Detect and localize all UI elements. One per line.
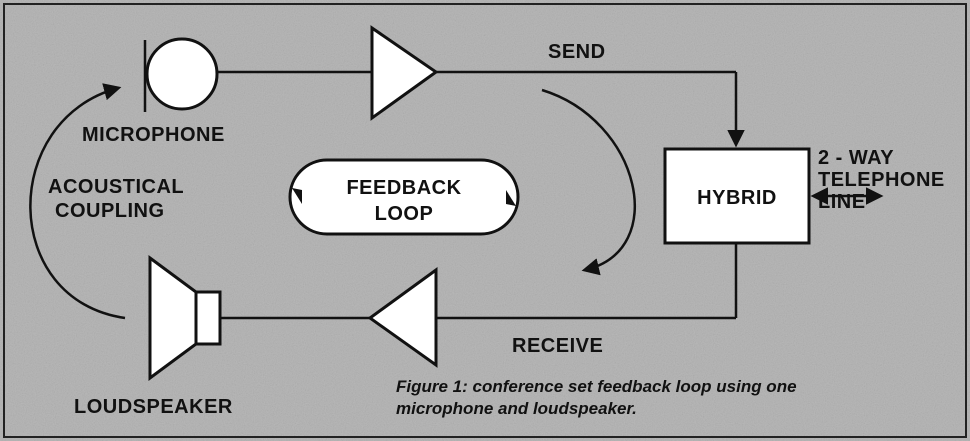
telephone-label-1: 2 - WAY bbox=[818, 147, 894, 169]
outer-frame bbox=[3, 3, 967, 438]
telephone-label-2: TELEPHONE bbox=[818, 169, 945, 191]
acoustical-label: ACOUSTICAL bbox=[48, 176, 184, 198]
loop-label: LOOP bbox=[375, 203, 434, 225]
receive-amplifier bbox=[367, 267, 438, 368]
microphone-icon bbox=[143, 37, 219, 112]
feedback-pill-arrow-left bbox=[292, 188, 302, 204]
feedback-loop-pill bbox=[288, 158, 520, 236]
loudspeaker-label: LOUDSPEAKER bbox=[74, 396, 233, 418]
send-amplifier bbox=[370, 25, 439, 121]
send-label: SEND bbox=[548, 41, 606, 63]
figure-caption-line-1: Figure 1: conference set feedback loop u… bbox=[396, 377, 797, 396]
microphone-label: MICROPHONE bbox=[82, 124, 225, 146]
feedback-pill-arrow-right bbox=[506, 190, 516, 206]
coupling-label: COUPLING bbox=[55, 200, 165, 222]
acoustical-coupling-arc bbox=[29, 83, 126, 320]
receive-label: RECEIVE bbox=[512, 335, 603, 357]
figure-caption-line-2: microphone and loudspeaker. bbox=[396, 399, 637, 418]
loudspeaker-icon bbox=[148, 255, 222, 381]
feedback-label: FEEDBACK bbox=[346, 177, 461, 199]
feedback-arc bbox=[541, 88, 637, 276]
hybrid-label: HYBRID bbox=[697, 187, 777, 209]
telephone-label-3: LINE bbox=[818, 191, 866, 213]
